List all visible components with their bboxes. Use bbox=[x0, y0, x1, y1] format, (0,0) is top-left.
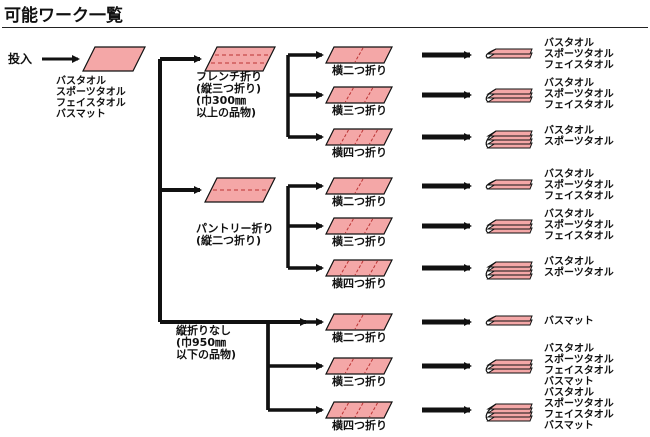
group-2-label-1: (巾950㎜ bbox=[176, 335, 226, 349]
group-1-sub-1-result-2: フェイスタオル bbox=[544, 230, 614, 242]
group-2-sub-1-shape-fold-line bbox=[344, 358, 354, 374]
group-2-sub-0-shape bbox=[325, 313, 393, 331]
group-1-sub-2-result-1: スポーツタオル bbox=[544, 266, 614, 279]
group-2-sub-1-result-towel-edge bbox=[485, 359, 497, 374]
group-2-sub-1-shape-fold-line bbox=[364, 358, 374, 374]
group-2-sub-2-result-2: フェイスタオル bbox=[544, 409, 614, 421]
group-2-sub-2-shape bbox=[325, 401, 393, 419]
group-0-sub-0-shape-fold-line bbox=[354, 47, 364, 63]
group-0-sub-2-shape-fold-line bbox=[369, 129, 378, 145]
group-2-sub-1-result-3: バスマット bbox=[544, 376, 594, 388]
group-1-sub-0-label: 横二つ折り bbox=[332, 194, 387, 208]
group-2-label-0: 縦折りなし bbox=[176, 323, 231, 337]
group-1-sub-1-result-towel-edge bbox=[485, 219, 497, 234]
group-0-sub-1-shape bbox=[325, 86, 393, 104]
group-2-sub-1-result-2: フェイスタオル bbox=[544, 365, 614, 377]
group-0-shape bbox=[204, 46, 276, 72]
group-1-sub-1-shape-fold-line bbox=[364, 218, 374, 234]
group-0-sub-0-result-2: フェイスタオル bbox=[544, 59, 614, 71]
group-1-shape bbox=[204, 177, 276, 203]
group-1-sub-0-result-2: フェイスタオル bbox=[544, 190, 614, 202]
group-2-sub-0-result-0: バスマット bbox=[544, 315, 594, 327]
group-2-sub-1-shape bbox=[325, 357, 393, 375]
group-0-sub-1-result-0: バスタオル bbox=[544, 77, 594, 89]
group-1-sub-2-result-towel-edge bbox=[485, 261, 497, 280]
input-label: 投入 bbox=[8, 51, 32, 66]
group-1-sub-2-label: 横四つ折り bbox=[332, 276, 387, 290]
group-2-sub-2-shape-fold-line bbox=[354, 402, 364, 418]
group-1-sub-2-shape bbox=[325, 259, 393, 277]
group-2-sub-2-result-0: バスタオル bbox=[544, 387, 594, 399]
group-0-sub-2-result-0: バスタオル bbox=[544, 125, 594, 137]
group-1-sub-1-shape-fold-line bbox=[344, 218, 354, 234]
input-towel-shape bbox=[82, 46, 146, 72]
group-1-sub-2-result-towel-layer bbox=[486, 261, 533, 268]
group-0-label-1: (縦三つ折り) bbox=[196, 81, 261, 95]
group-1-sub-2-shape-fold-line bbox=[354, 260, 364, 276]
group-1-sub-2-shape-fold-line bbox=[369, 260, 378, 276]
input-item-3: バスマット bbox=[56, 108, 106, 120]
group-2-sub-0-shape-fold-line bbox=[354, 314, 364, 330]
group-2-sub-2-result-towel-edge bbox=[485, 403, 497, 422]
group-2-sub-2-shape-fold-line bbox=[340, 402, 349, 418]
group-0-label-2: (巾300㎜ bbox=[196, 93, 246, 107]
group-0-sub-0-result-towel-edge bbox=[485, 48, 497, 59]
group-1-sub-1-shape bbox=[325, 217, 393, 235]
group-0-sub-1-shape-fold-line bbox=[364, 87, 374, 103]
group-2-sub-2-label: 横四つ折り bbox=[332, 418, 387, 432]
group-2-sub-0-result-towel-layer bbox=[486, 315, 533, 322]
group-0-sub-2-result-towel-layer bbox=[486, 130, 533, 137]
group-1-label-1: (縦二つ折り) bbox=[196, 233, 261, 247]
title-divider bbox=[2, 27, 648, 28]
page-title: 可能ワーク一覧 bbox=[4, 6, 123, 26]
group-2-sub-1-result-1: スポーツタオル bbox=[544, 353, 614, 366]
group-0-sub-1-label: 横三つ折り bbox=[332, 103, 387, 117]
group-1-sub-2-shape-fold-line bbox=[340, 260, 349, 276]
group-0-sub-0-result-1: スポーツタオル bbox=[544, 47, 614, 60]
group-2-label-2: 以下の品物) bbox=[176, 347, 236, 361]
group-2-sub-2-result-3: バスマット bbox=[544, 420, 594, 432]
group-2-sub-2-result-1: スポーツタオル bbox=[544, 397, 614, 410]
group-2-sub-1-result-0: バスタオル bbox=[544, 343, 594, 355]
group-0-sub-2-shape bbox=[325, 128, 393, 146]
group-0-sub-0-shape bbox=[325, 46, 393, 64]
group-1-sub-1-result-1: スポーツタオル bbox=[544, 218, 614, 231]
input-item-2: フェイスタオル bbox=[56, 97, 126, 109]
group-0-sub-1-result-1: スポーツタオル bbox=[544, 87, 614, 100]
group-1-sub-2-result-0: バスタオル bbox=[544, 256, 594, 268]
group-2-sub-1-label: 横三つ折り bbox=[332, 374, 387, 388]
group-2-sub-2-shape-fold-line bbox=[369, 402, 378, 418]
group-1-label-0: パントリー折り bbox=[196, 221, 274, 235]
group-1-sub-1-result-0: バスタオル bbox=[544, 208, 594, 220]
group-0-sub-2-shape-fold-line bbox=[354, 129, 364, 145]
group-2-sub-0-label: 横二つ折り bbox=[332, 330, 387, 344]
group-1-sub-0-result-0: バスタオル bbox=[544, 168, 594, 180]
group-0-label-3: 以上の品物) bbox=[196, 105, 256, 119]
group-0-sub-2-label: 横四つ折り bbox=[332, 145, 387, 159]
group-0-sub-2-shape-fold-line bbox=[340, 129, 349, 145]
group-2-sub-0-result-towel-edge bbox=[485, 315, 497, 326]
group-1-sub-0-result-1: スポーツタオル bbox=[544, 178, 614, 191]
input-item-1: スポーツタオル bbox=[56, 85, 126, 98]
group-0-sub-0-label: 横二つ折り bbox=[332, 63, 387, 77]
group-1-sub-1-label: 横三つ折り bbox=[332, 234, 387, 248]
group-0-sub-1-shape-fold-line bbox=[344, 87, 354, 103]
input-item-0: バスタオル bbox=[56, 75, 106, 87]
group-0-label-0: フレンチ折り bbox=[196, 69, 262, 83]
group-1-sub-0-result-towel-layer bbox=[486, 179, 533, 186]
group-0-sub-1-result-towel-edge bbox=[485, 88, 497, 103]
group-0-sub-0-result-0: バスタオル bbox=[544, 37, 594, 49]
group-1-sub-0-shape bbox=[325, 177, 393, 195]
group-1-sub-0-shape-fold-line bbox=[354, 178, 364, 194]
group-0-sub-2-result-towel-edge bbox=[485, 130, 497, 149]
group-0-sub-0-result-towel-layer bbox=[486, 48, 533, 55]
group-1-sub-0-result-towel-edge bbox=[485, 179, 497, 190]
group-0-sub-1-result-2: フェイスタオル bbox=[544, 99, 614, 111]
group-2-sub-2-result-towel-layer bbox=[486, 403, 533, 410]
group-0-sub-2-result-1: スポーツタオル bbox=[544, 135, 614, 148]
